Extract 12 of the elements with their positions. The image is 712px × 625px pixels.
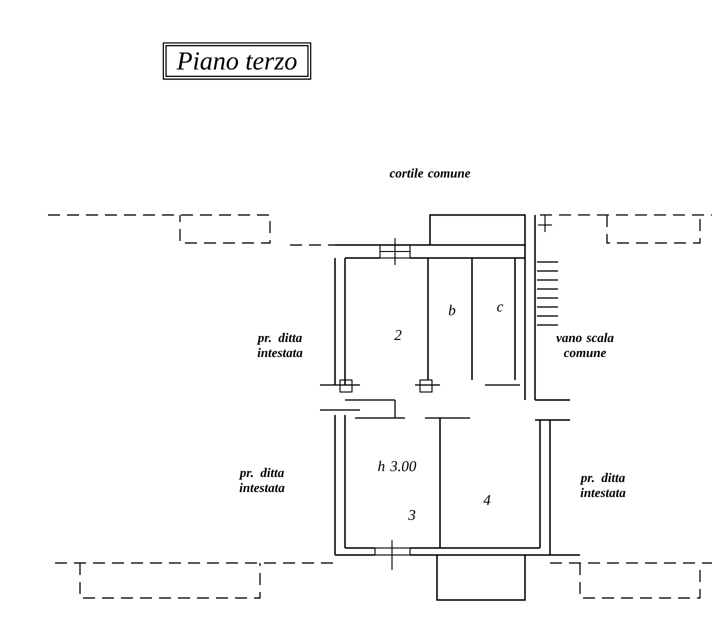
- area-label: pr. ditta intestata: [580, 472, 626, 498]
- room-annotation: 3: [408, 510, 416, 520]
- area-label: cortile comune: [390, 168, 470, 178]
- room-annotation: 2: [394, 330, 402, 340]
- title-box: Piano terzo: [162, 42, 312, 80]
- room-annotation: 4: [483, 495, 490, 505]
- room-annotation: c: [497, 304, 504, 312]
- room-annotation: h 3.00: [378, 460, 416, 472]
- area-label: pr. ditta intestata: [256, 332, 302, 358]
- area-label: vano scala comune: [556, 332, 614, 358]
- area-label: pr. ditta intestata: [238, 468, 284, 492]
- room-annotation: b: [448, 304, 456, 316]
